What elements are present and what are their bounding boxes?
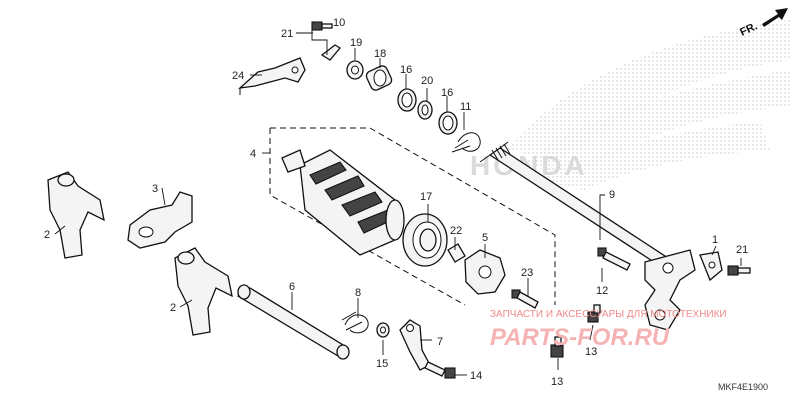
- shift-plate: [644, 249, 696, 331]
- label-17: 17: [420, 191, 432, 203]
- honda-wing-watermark: HONDA: [470, 20, 790, 190]
- label-16-b: 16: [441, 87, 453, 99]
- label-10: 10: [333, 17, 345, 29]
- part-23-bolt: [511, 289, 539, 309]
- label-16-a: 16: [400, 64, 412, 76]
- group-box-4: [269, 127, 556, 306]
- label-11: 11: [460, 101, 471, 113]
- label-1: 1: [712, 234, 718, 246]
- part-13-bolt-a: [587, 304, 601, 323]
- part-10-clip: [320, 44, 341, 61]
- label-13-b: 13: [551, 376, 563, 388]
- label-21-top: 21: [281, 28, 293, 40]
- part-11-spring: [451, 132, 481, 153]
- part-2-shift-fork-a: [47, 171, 105, 259]
- part-17-bearing: [402, 213, 448, 267]
- label-2-a: 2: [44, 229, 50, 241]
- arrow-icon: [762, 8, 788, 27]
- leader-lines: [54, 28, 742, 376]
- part-4-shift-drum: [281, 149, 405, 256]
- label-19: 19: [350, 37, 362, 49]
- callout-labels: 21 10 19 18 16 20 16 11 24 4 3 2 2 6 8 1…: [44, 17, 748, 388]
- label-2-b: 2: [170, 302, 176, 314]
- part-8-spring: [341, 311, 369, 334]
- label-4: 4: [250, 148, 256, 160]
- label-23: 23: [521, 267, 533, 279]
- diagram-code: MKF4E1900: [718, 382, 768, 392]
- label-7: 7: [437, 336, 443, 348]
- label-22: 22: [450, 225, 462, 237]
- part-18-bearing: [365, 65, 393, 91]
- part-5-star-plate: [464, 249, 506, 295]
- label-6: 6: [289, 281, 295, 293]
- label-14: 14: [470, 370, 482, 382]
- watermark-text: ЗАПЧАСТИ И АКСЕССУАРЫ ДЛЯ МОТОТЕХНИКИ: [490, 309, 727, 320]
- label-13-a: 13: [585, 346, 597, 358]
- part-2-shift-fork-b: [174, 247, 233, 336]
- label-21-side: 21: [736, 244, 748, 256]
- part-13-bolt-b: [550, 336, 564, 358]
- part-21-bolt-side: [727, 265, 751, 276]
- part-7-stopper-arm: [399, 319, 431, 371]
- label-3: 3: [152, 183, 158, 195]
- label-5: 5: [482, 232, 488, 244]
- part-24-bracket: [237, 57, 306, 95]
- part-22-pin: [447, 243, 466, 263]
- label-15: 15: [376, 358, 388, 370]
- part-14-bolt: [424, 361, 456, 379]
- label-24: 24: [232, 70, 244, 82]
- label-18: 18: [374, 48, 386, 60]
- site-watermark: ЗАПЧАСТИ И АКСЕССУАРЫ ДЛЯ МОТОТЕХНИКИ PA…: [490, 309, 727, 351]
- part-21-bolt-top: [311, 21, 333, 31]
- part-6-fork-shaft: [236, 284, 350, 360]
- label-12: 12: [596, 285, 608, 297]
- label-20: 20: [421, 75, 433, 87]
- label-8: 8: [355, 287, 361, 299]
- label-9: 9: [609, 189, 615, 201]
- part-3-shift-fork: [127, 191, 193, 249]
- watermark-logo: PARTS-FOR.RU: [490, 324, 670, 351]
- part-12-stud: [597, 247, 631, 271]
- part-1-shift-arm: [699, 251, 723, 282]
